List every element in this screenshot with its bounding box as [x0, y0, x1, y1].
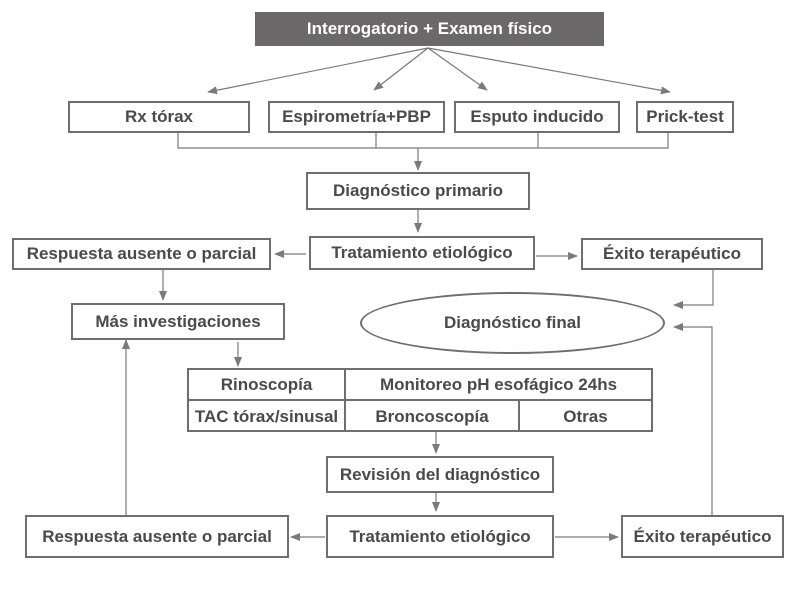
cell-tac-torax-sinusal: TAC tórax/sinusal [194, 406, 339, 426]
arrow-top-to-rx [207, 47, 429, 95]
node-mas-investigaciones: Más investigaciones [71, 303, 285, 340]
arrow-top-to-esputo [427, 47, 488, 91]
node-revision-diagnostico: Revisión del diagnóstico [326, 456, 554, 493]
cell-broncoscopia: Broncoscopía [375, 406, 489, 426]
node-espirometria: Espirometría+PBP [268, 101, 445, 133]
arrow-top-to-espirometria [373, 47, 429, 91]
node-tratamiento-etiologico-1: Tratamiento etiológico [309, 236, 535, 270]
cell-otras: Otras [563, 406, 608, 426]
node-tratamiento-etiologico-2: Tratamiento etiológico [326, 515, 554, 558]
node-esputo-inducido: Esputo inducido [454, 101, 620, 133]
node-respuesta-ausente-2: Respuesta ausente o parcial [25, 515, 289, 558]
node-exito-terapeutico-1: Éxito terapéutico [581, 238, 763, 270]
cell-monitoreo-ph: Monitoreo pH esofágico 24hs [379, 374, 618, 394]
cell-rinoscopia: Rinoscopía [220, 374, 313, 394]
collector-line [177, 133, 669, 149]
tests-grid: Rinoscopía Monitoreo pH esofágico 24hs T… [187, 368, 653, 432]
node-rx-torax: Rx tórax [68, 101, 250, 133]
node-diagnostico-final: Diagnóstico final [360, 292, 665, 354]
node-diagnostico-primario: Diagnóstico primario [306, 172, 530, 210]
arrow-exito-2-to-dx-final [673, 323, 713, 515]
node-interrogatorio: Interrogatorio + Examen físico [255, 12, 604, 46]
node-respuesta-ausente-1: Respuesta ausente o parcial [12, 238, 271, 270]
node-exito-terapeutico-2: Éxito terapéutico [621, 515, 784, 558]
arrow-exito-to-dx-final [673, 270, 714, 309]
node-prick-test: Prick-test [636, 101, 734, 133]
arrow-top-to-prick [427, 47, 671, 95]
